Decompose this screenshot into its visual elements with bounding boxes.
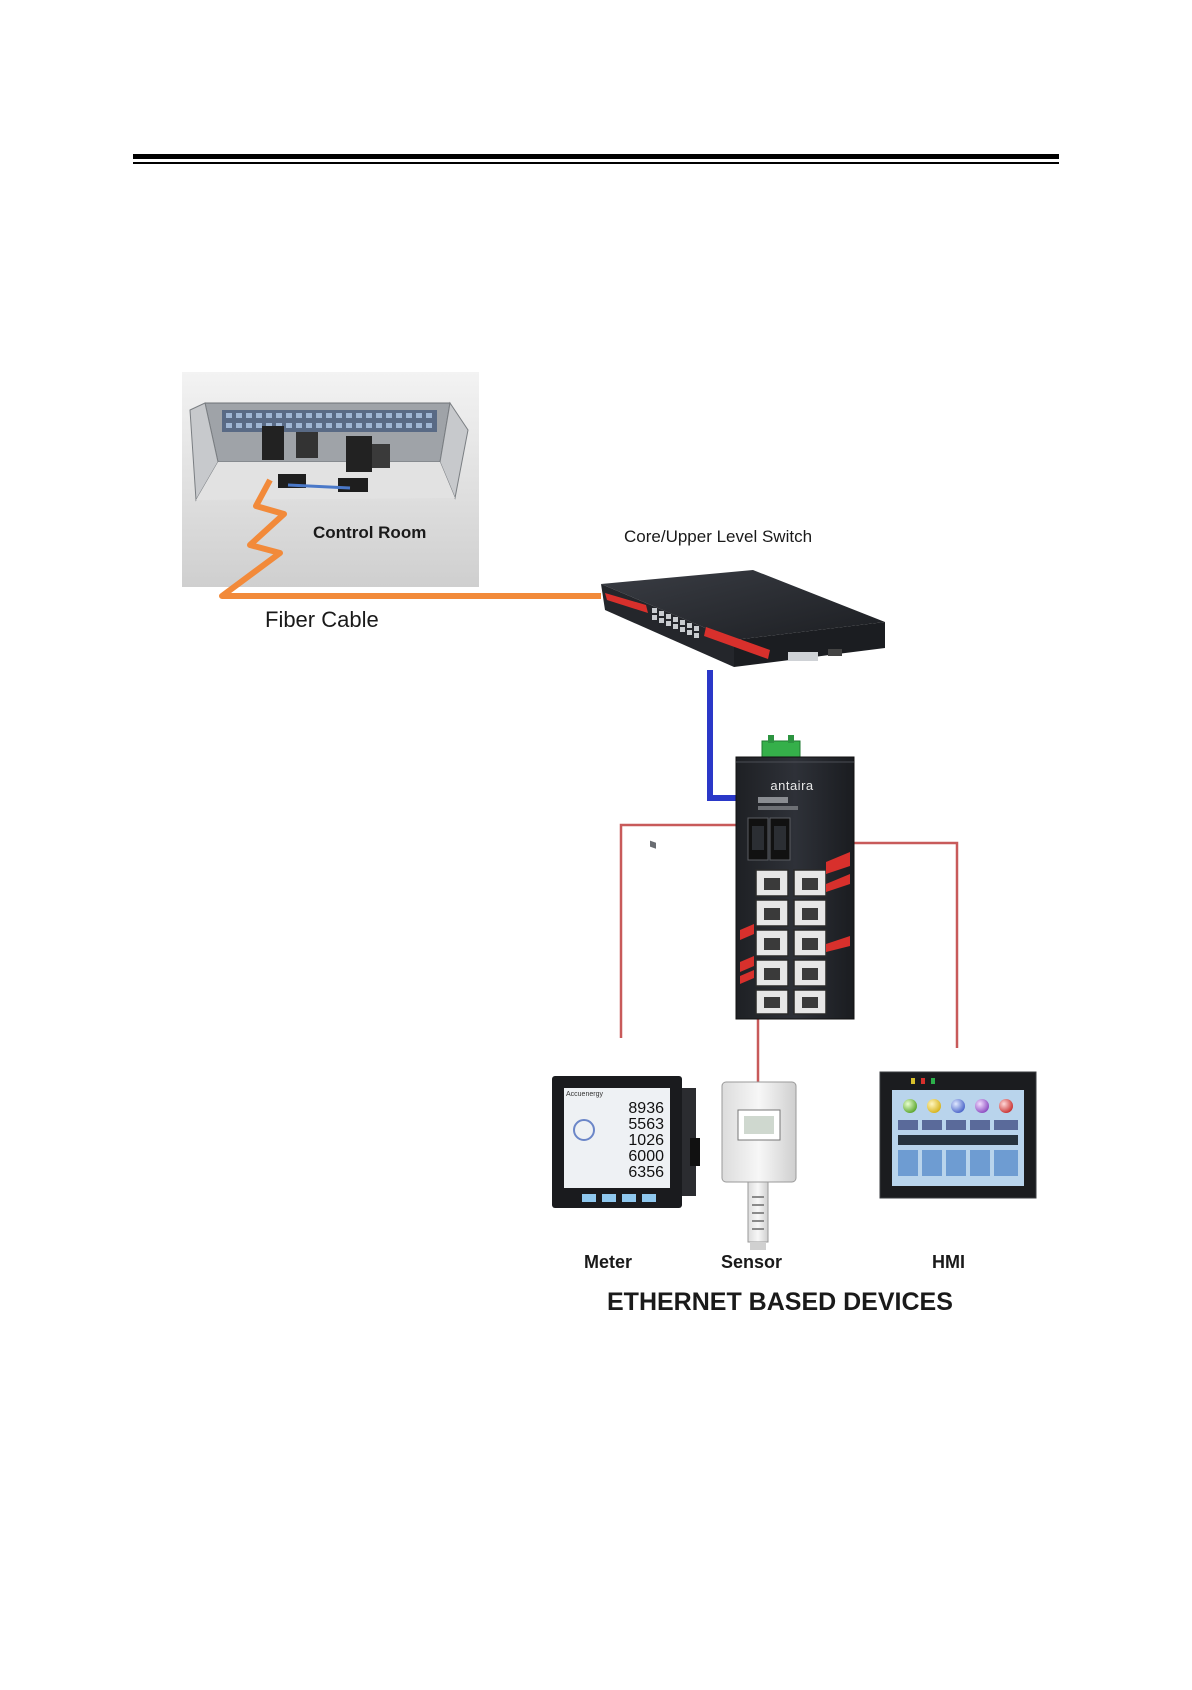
ethernet-devices-caption: ETHERNET BASED DEVICES — [607, 1288, 953, 1316]
control-room-label: Control Room — [313, 523, 426, 542]
meter-reading: 5563 — [628, 1116, 664, 1133]
meter-reading: 6356 — [628, 1164, 664, 1181]
meter-label: Meter — [584, 1252, 632, 1272]
meter-readings: 8936 5563 1026 6000 6356 — [628, 1100, 664, 1181]
switch-brand-label: antaira — [770, 778, 814, 793]
meter-reading: 8936 — [628, 1100, 664, 1117]
sensor-label: Sensor — [721, 1252, 782, 1272]
meter-reading: 1026 — [628, 1132, 664, 1149]
sensor-device — [722, 1082, 796, 1250]
control-room-illustration — [182, 372, 479, 587]
svg-text:Accuenergy: Accuenergy — [566, 1091, 603, 1098]
industrial-switch: antaira — [736, 735, 854, 1019]
hmi-device — [880, 1072, 1036, 1198]
fiber-cable-label: Fiber Cable — [265, 607, 379, 632]
hmi-label: HMI — [932, 1252, 965, 1272]
core-switch-label: Core/Upper Level Switch — [624, 527, 812, 546]
uplink-cable-line — [710, 670, 736, 798]
meter-device: Accuenergy 8936 5563 1026 6000 6356 — [552, 1076, 700, 1208]
meter-reading: 6000 — [628, 1148, 664, 1165]
header-rule — [133, 154, 1059, 164]
